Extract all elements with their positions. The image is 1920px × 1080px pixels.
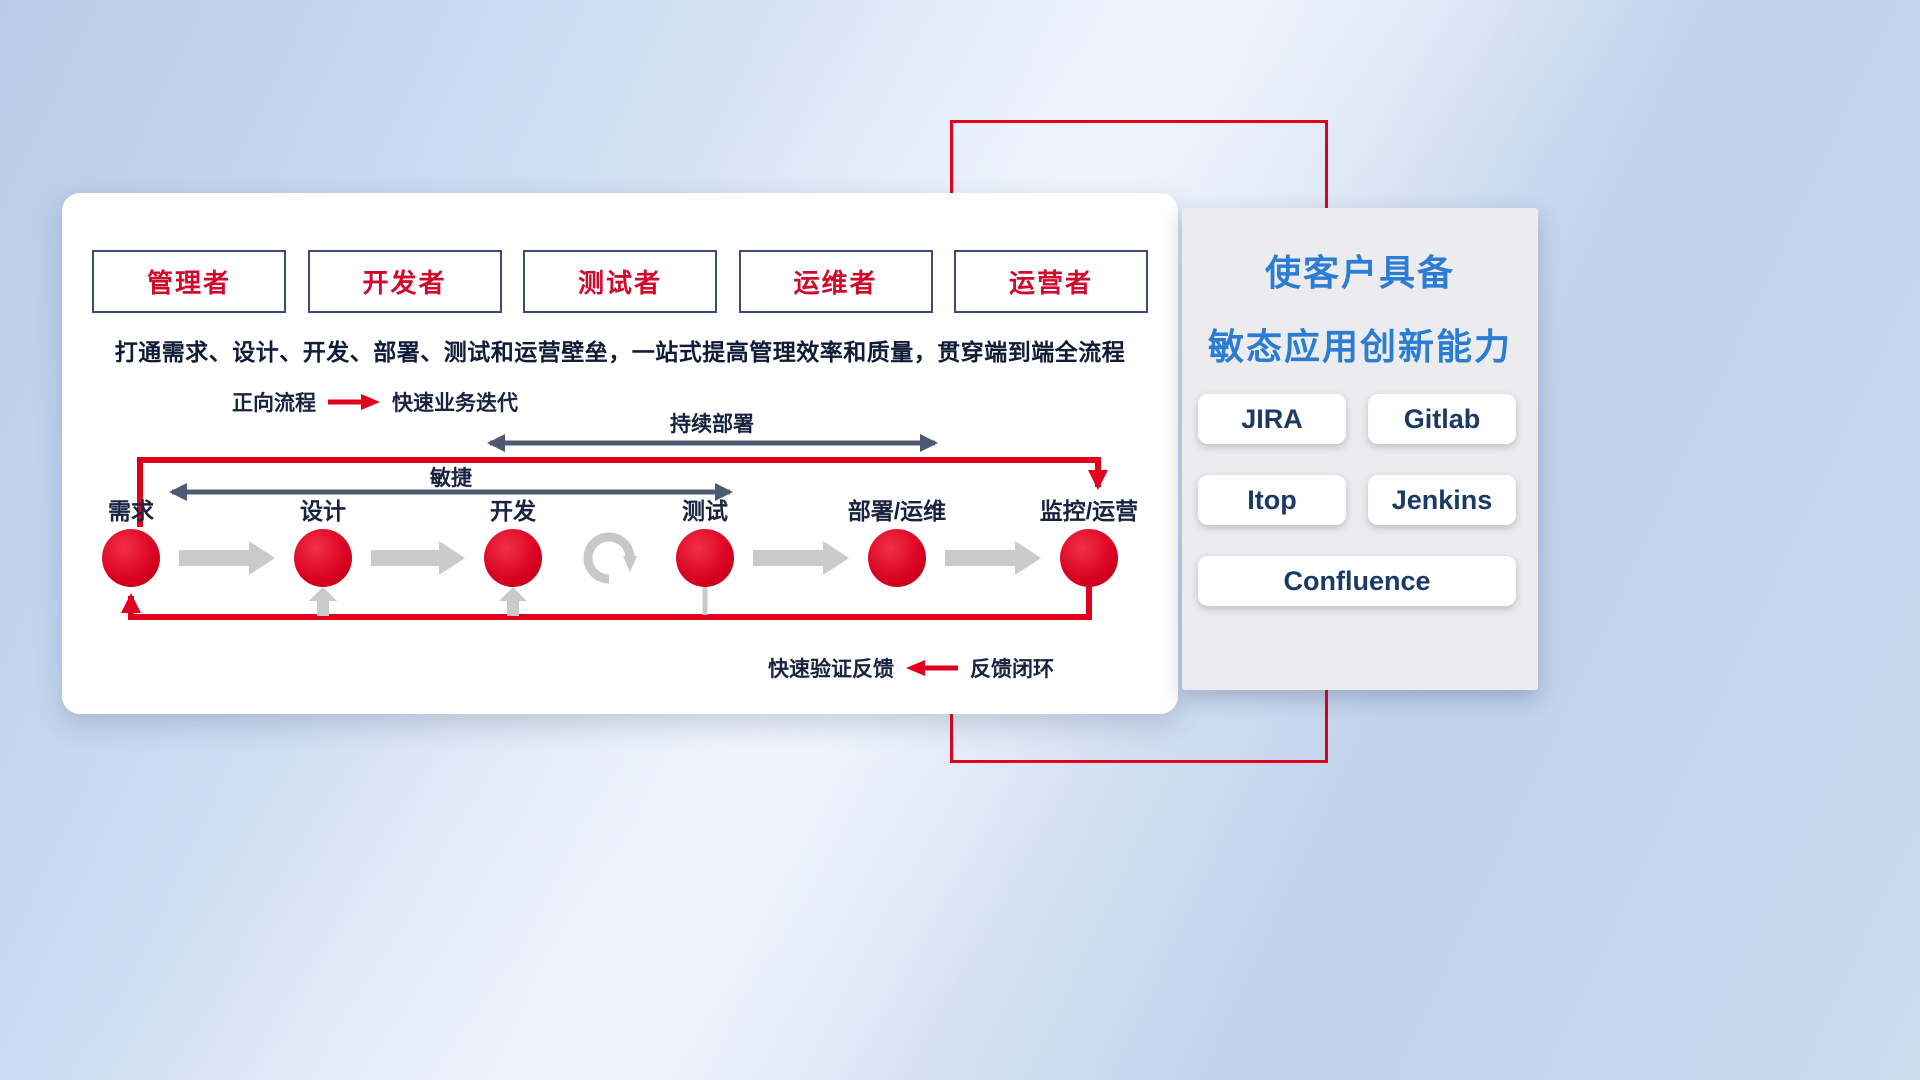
forward-loop-line — [137, 457, 1108, 527]
forward-arrow-icon — [328, 394, 380, 410]
stage-node-design — [294, 529, 352, 587]
flow-arrow-icon-1 — [179, 541, 275, 575]
tool-chip-gitlab: Gitlab — [1368, 394, 1516, 444]
tool-chip-confluence: Confluence — [1198, 556, 1516, 606]
flow-arrow-icon-3 — [753, 541, 849, 575]
tool-chip-itop: Itop — [1198, 475, 1346, 525]
stage-label-deploy-ops: 部署/运维 — [848, 498, 946, 524]
legend-feedback: 快速验证反馈 反馈闭环 — [768, 653, 1054, 683]
iteration-loop-icon — [583, 532, 637, 584]
stage-label-test: 测试 — [682, 498, 728, 524]
stage-label-develop: 开发 — [490, 498, 536, 524]
role-label-developer: 开发者 — [362, 268, 447, 298]
continuous-deploy-label: 持续部署 — [670, 412, 754, 436]
stage-label-monitor-operate: 监控/运营 — [1040, 498, 1138, 524]
feedback-loop-label: 反馈闭环 — [970, 658, 1054, 681]
stage-node-test — [676, 529, 734, 587]
stage-node-develop — [484, 529, 542, 587]
role-box-developer: 开发者 — [307, 250, 502, 313]
role-label-operator: 运营者 — [1008, 268, 1093, 298]
panel-title-line2: 敏态应用创新能力 — [1207, 326, 1512, 367]
stage-label-design: 设计 — [300, 498, 346, 524]
flow-arrow-icon-4 — [945, 541, 1041, 575]
stage-label-requirements: 需求 — [108, 498, 154, 524]
role-box-manager: 管理者 — [92, 250, 286, 313]
flow-arrow-icon-2 — [371, 541, 465, 575]
role-box-operator: 运营者 — [954, 250, 1148, 313]
up-arrow-icon-design — [309, 587, 337, 616]
capability-panel: 使客户具备 敏态应用创新能力 JIRA Gitlab Itop Jenkins … — [1182, 208, 1538, 690]
roles-row: 管理者 开发者 测试者 运维者 运营者 — [62, 250, 1178, 313]
agile-label: 敏捷 — [429, 466, 472, 490]
legend-forward: 正向流程 快速业务迭代 — [232, 387, 518, 417]
devops-flow-card: 管理者 开发者 测试者 运维者 运营者 打通需求、设计、开发、部署、测试和运营壁… — [62, 193, 1178, 714]
role-label-manager: 管理者 — [146, 268, 231, 298]
up-arrow-icon-develop — [499, 587, 527, 616]
panel-title-line1: 使客户具备 — [1264, 252, 1455, 293]
tool-chip-jenkins: Jenkins — [1368, 475, 1516, 525]
flow-subtitle: 打通需求、设计、开发、部署、测试和运营壁垒，一站式提高管理效率和质量，贯穿端到端… — [114, 339, 1126, 365]
flow-diagram: 持续部署 敏捷 需求 设计 开发 测试 部署/运维 — [102, 412, 1138, 620]
role-label-ops: 运维者 — [793, 268, 878, 298]
role-box-tester: 测试者 — [523, 250, 717, 313]
stage-node-deploy-ops — [868, 529, 926, 587]
role-box-ops: 运维者 — [738, 250, 933, 313]
tool-chip-jira: JIRA — [1198, 394, 1346, 444]
role-label-tester: 测试者 — [577, 268, 662, 298]
forward-flow-label: 正向流程 — [232, 392, 316, 415]
feedback-arrow-icon — [906, 660, 958, 676]
forward-flow-description: 快速业务迭代 — [392, 392, 518, 415]
feedback-flow-label: 快速验证反馈 — [768, 658, 894, 681]
stage-node-requirements — [102, 529, 160, 587]
feedback-loop-line — [121, 583, 1092, 620]
stage-node-monitor-operate — [1060, 529, 1118, 587]
